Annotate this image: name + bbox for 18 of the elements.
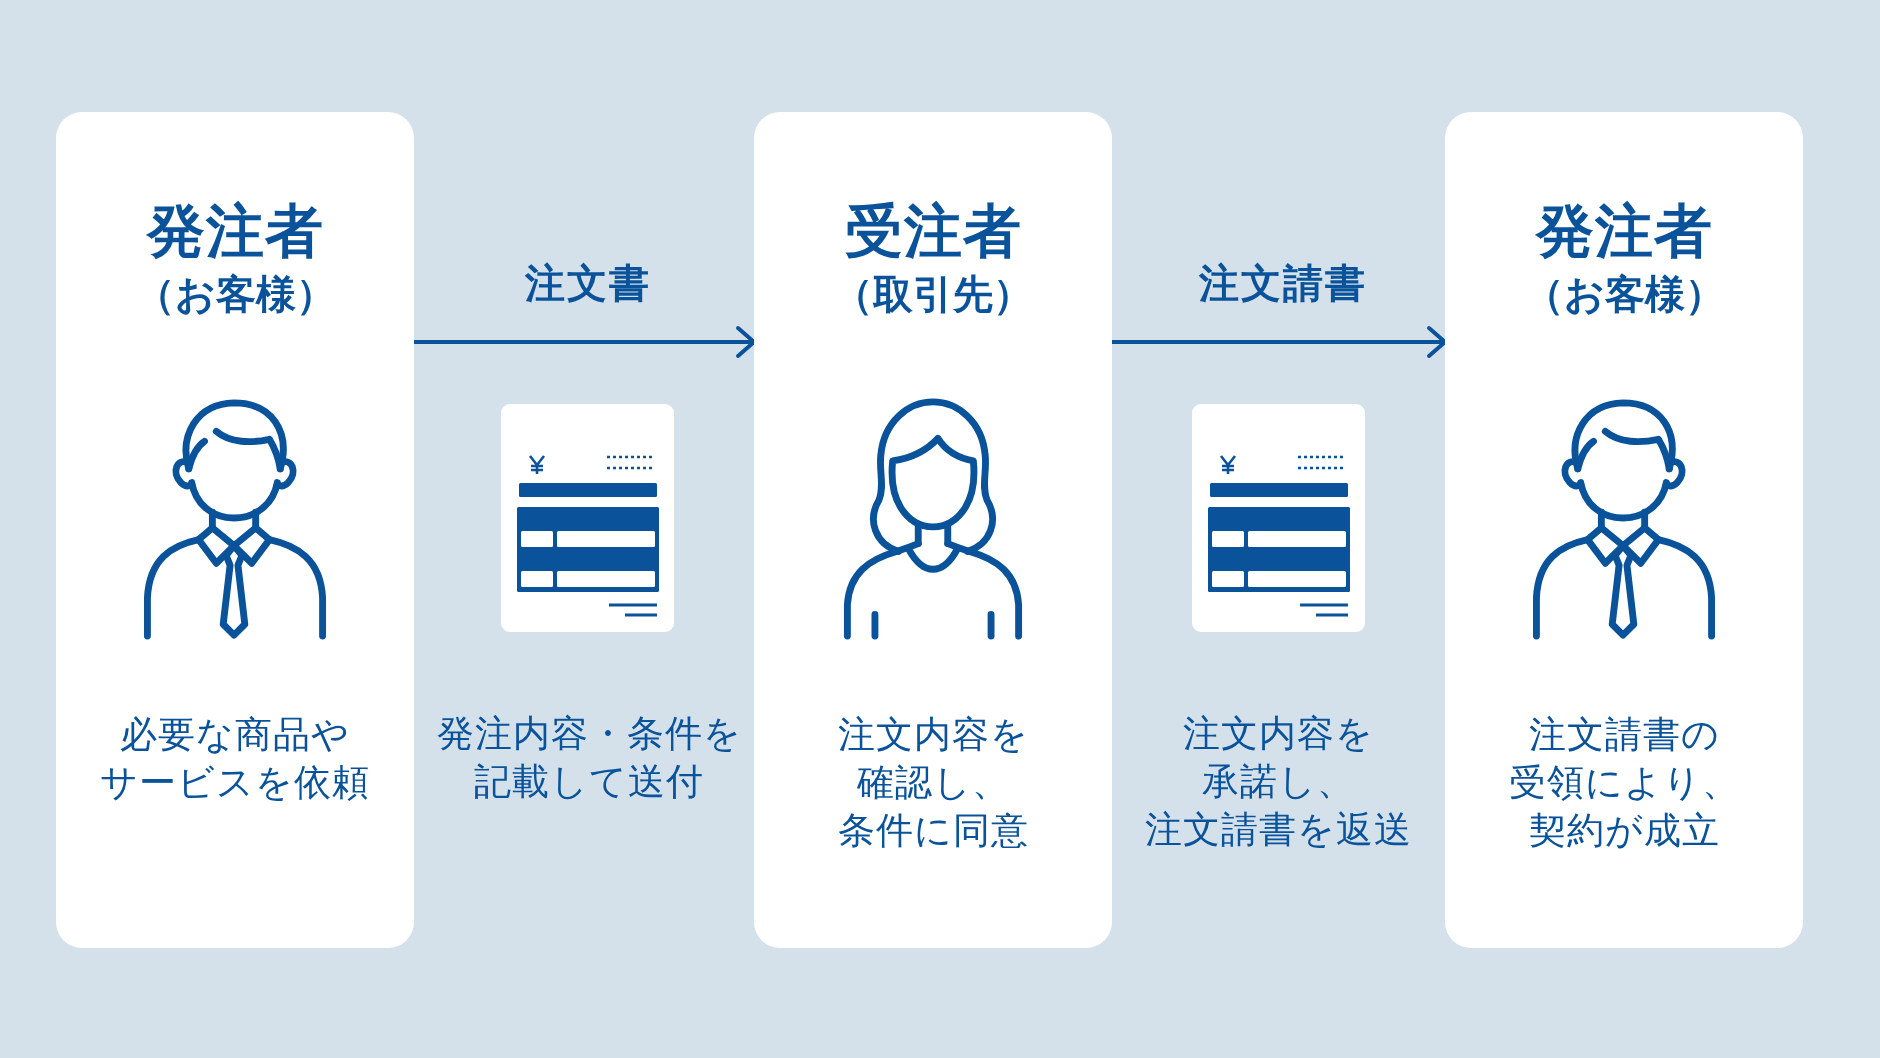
role-card	[56, 112, 414, 948]
role-description: 注文請書の受領により、契約が成立	[1507, 712, 1741, 854]
role-title: 発注者	[146, 196, 324, 267]
role-card	[1445, 112, 1803, 948]
role-title: 受注者	[844, 196, 1022, 267]
arrow	[414, 326, 756, 358]
step-description: 注文内容を承諾し、注文請書を返送	[1143, 711, 1413, 853]
role-title: 発注者	[1535, 196, 1713, 267]
edge-label: 注文書	[525, 259, 651, 307]
role-description: 注文内容を確認し、条件に同意	[836, 712, 1030, 854]
role-card	[754, 112, 1112, 948]
role-subtitle: （お客様）	[1523, 270, 1725, 318]
role-description: 必要な商品やサービスを依頼	[99, 712, 371, 806]
arrow	[1112, 326, 1447, 358]
step-description: 発注内容・条件を記載して送付	[435, 711, 743, 805]
edge-label: 注文請書	[1198, 259, 1367, 307]
role-subtitle: （お客様）	[134, 270, 336, 318]
role-subtitle: （取引先）	[833, 270, 1033, 318]
